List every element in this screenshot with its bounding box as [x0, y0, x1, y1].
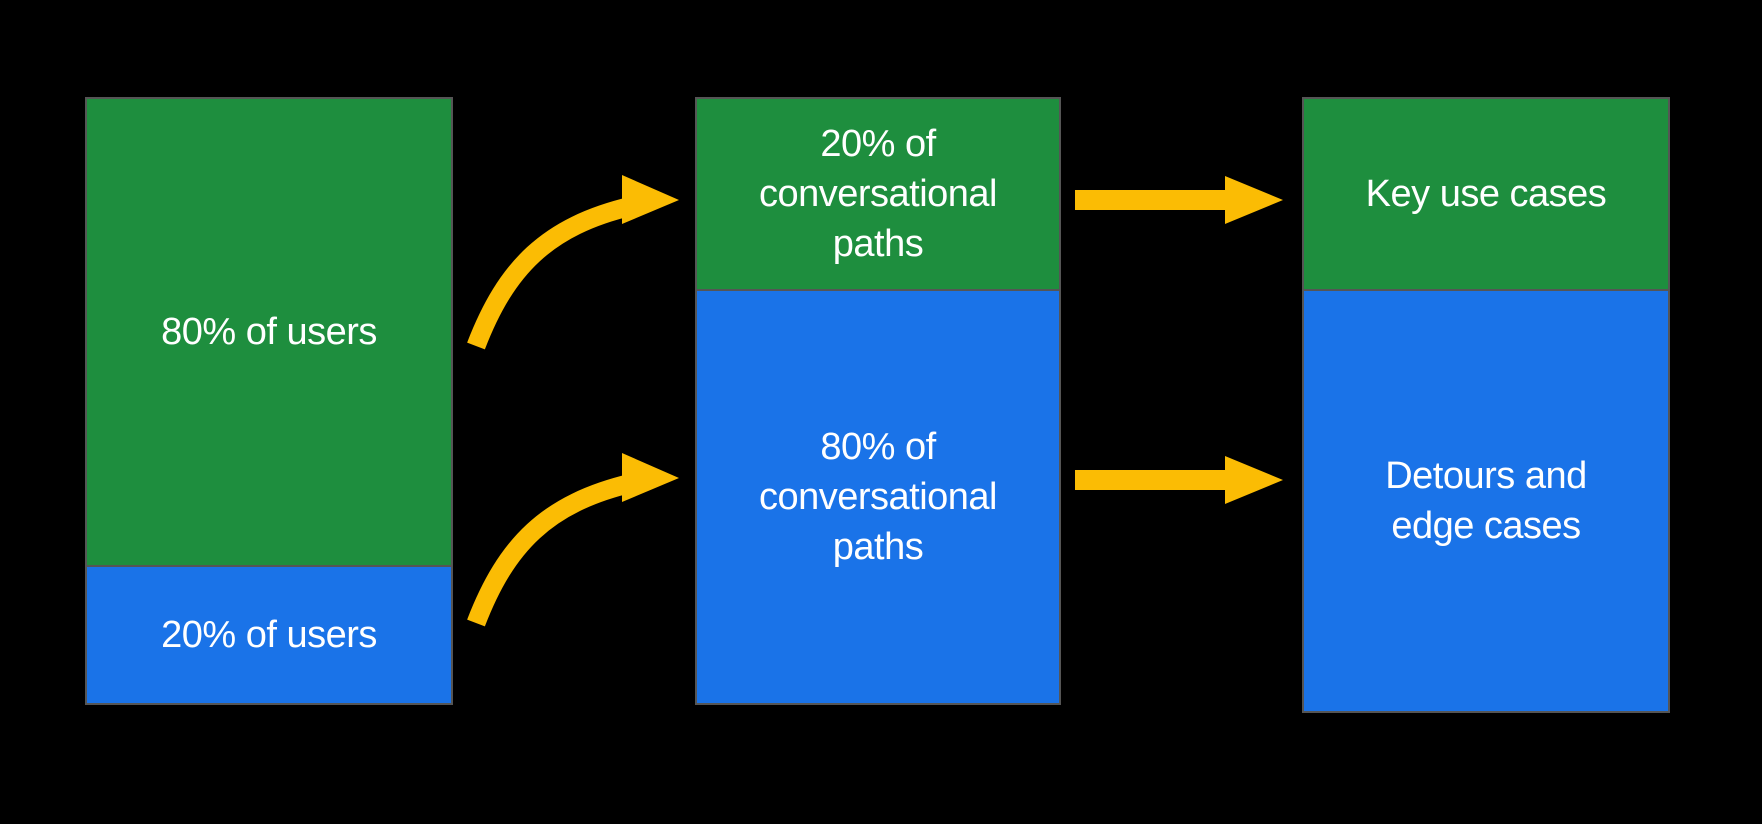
curved-arrow-bottom-head	[622, 453, 679, 502]
key-use-cases-segment	[1302, 97, 1670, 291]
paths-20-segment	[695, 97, 1061, 291]
users-80-segment	[85, 97, 453, 567]
curved-arrow-top-icon	[467, 175, 679, 350]
curved-arrow-top-shaft	[467, 196, 635, 350]
straight-arrow-top-icon	[1075, 176, 1283, 224]
users-20-segment	[85, 565, 453, 705]
straight-arrow-bottom-icon	[1075, 456, 1283, 504]
curved-arrow-bottom-shaft	[467, 473, 635, 627]
curved-arrow-bottom-icon	[467, 453, 679, 627]
paths-80-segment	[695, 289, 1061, 705]
curved-arrow-top-head	[622, 175, 679, 224]
detours-edge-cases-segment	[1302, 289, 1670, 713]
